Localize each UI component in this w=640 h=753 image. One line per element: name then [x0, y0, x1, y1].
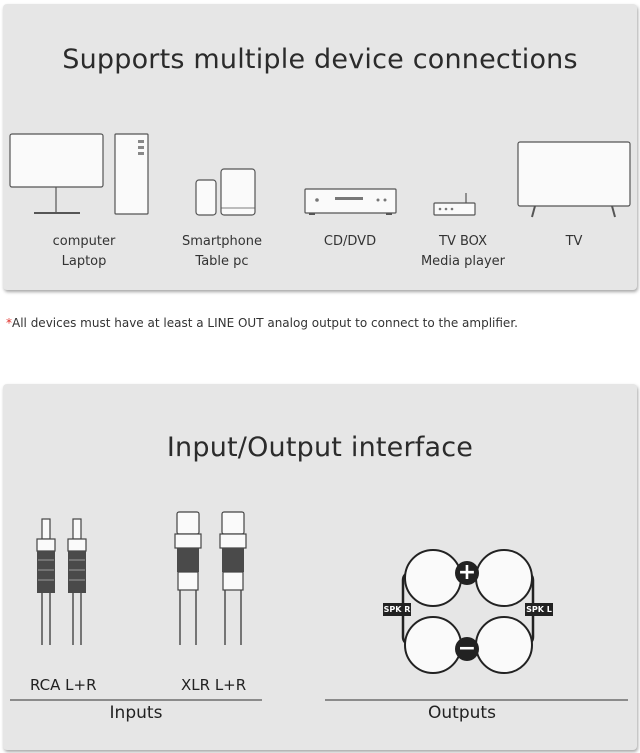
- spk-l-tag: SPK L: [526, 605, 552, 614]
- device-label-tv: TV: [565, 234, 583, 249]
- note-marker: *: [6, 316, 12, 330]
- outputs-label: Outputs: [428, 703, 496, 723]
- cd-dvd-player-icon: [304, 188, 397, 215]
- xlr-label: XLR L+R: [181, 676, 247, 694]
- device-label-computer: computer Laptop: [52, 234, 116, 269]
- smartphone-tablet-icon: [195, 168, 256, 216]
- connection-note: *All devices must have at least a LINE O…: [6, 316, 518, 330]
- minus-sign-icon: [455, 637, 479, 661]
- rca-label: RCA L+R: [30, 676, 97, 694]
- xlr-plugs-icon: [174, 511, 247, 645]
- plus-symbol: +: [457, 560, 477, 585]
- note-text: All devices must have at least a LINE OU…: [12, 316, 518, 330]
- speaker-terminals-icon: [383, 549, 553, 674]
- minus-symbol: −: [457, 636, 477, 661]
- device-label-tv-box: TV BOX Media player: [420, 234, 506, 269]
- plus-sign-icon: [455, 561, 479, 585]
- computer-icon: [9, 133, 149, 215]
- io-title: Input/Output interface: [166, 432, 474, 463]
- device-label-smartphone: Smartphone Table pc: [181, 234, 262, 269]
- tv-icon: [517, 141, 631, 218]
- spk-r-tag: SPK R: [383, 605, 411, 614]
- devices-title: Supports multiple device connections: [62, 44, 578, 75]
- device-label-cd-dvd: CD/DVD: [323, 234, 377, 249]
- rca-plugs-icon: [36, 518, 87, 645]
- inputs-label: Inputs: [109, 703, 163, 723]
- tv-box-icon: [433, 193, 476, 216]
